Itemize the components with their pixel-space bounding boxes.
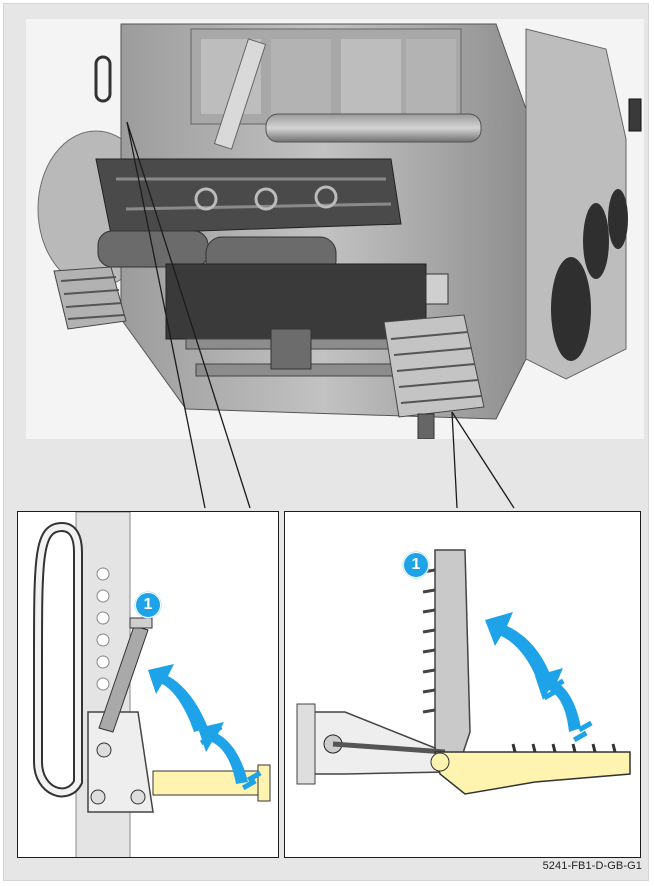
figure-reference-code: 5241-FB1-D-GB-G1: [542, 860, 642, 872]
callout-badge: 1: [403, 552, 429, 578]
detail-step-folding: 1: [284, 511, 641, 858]
truck-illustration: [26, 19, 644, 439]
step-illustration: [296, 549, 631, 795]
detail-handle-folding: 1: [17, 511, 279, 858]
figure-frame: 1 1 5241-FB: [3, 3, 649, 881]
handle-illustration: [33, 512, 271, 857]
truck-rear-photo: [26, 19, 644, 439]
callout-badge: 1: [135, 592, 161, 618]
